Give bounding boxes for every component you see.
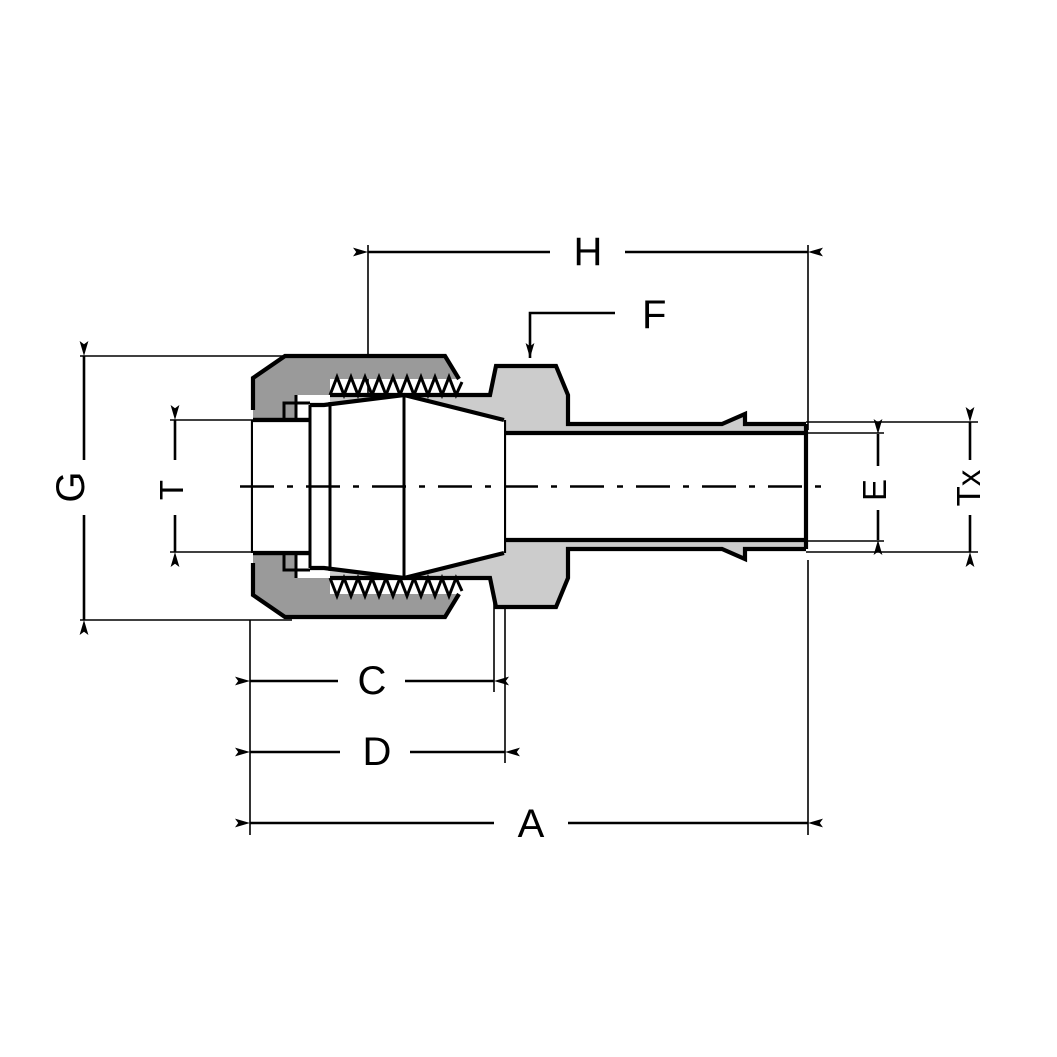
dimension-label-c: C <box>358 659 387 703</box>
dimension-label-d: D <box>363 730 392 774</box>
dimension-f-leader: F <box>525 293 666 358</box>
dimension-tx: Tx <box>950 407 987 567</box>
dimension-label-e: E <box>856 479 893 501</box>
dimension-label-a: A <box>518 802 545 846</box>
dimension-d: D <box>235 730 520 774</box>
dimension-e: E <box>856 419 893 555</box>
nut-bore-edges <box>253 417 310 556</box>
dimension-label-tx: Tx <box>950 469 987 506</box>
dimension-label-h: H <box>574 230 603 274</box>
extension-lines <box>80 245 978 835</box>
dimension-label-f: F <box>642 293 666 337</box>
thread-profile <box>328 372 464 601</box>
dimension-a: A <box>235 802 823 846</box>
dimension-label-t: T <box>153 480 190 500</box>
dimension-label-g: G <box>49 471 93 502</box>
dimension-t: T <box>153 405 190 567</box>
dimension-h: H <box>353 230 823 274</box>
dimension-g: G <box>49 341 93 635</box>
dimension-c: C <box>235 659 509 703</box>
fitting-body-outline <box>330 363 809 610</box>
